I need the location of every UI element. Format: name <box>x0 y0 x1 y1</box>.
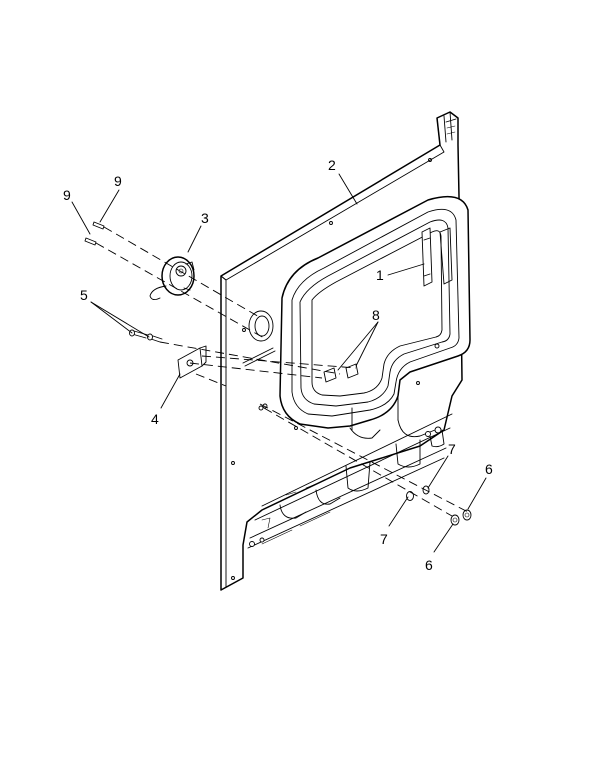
callout-4: 4 <box>151 411 159 427</box>
callout-5: 5 <box>80 287 88 303</box>
panel-fasteners <box>231 158 440 580</box>
callout-9-left: 9 <box>63 187 71 203</box>
screws <box>129 329 163 343</box>
washers <box>406 485 430 501</box>
callout-9-right: 9 <box>114 173 122 189</box>
callout-8: 8 <box>372 307 380 323</box>
callout-2: 2 <box>328 157 336 173</box>
mounting-bracket <box>177 345 207 379</box>
latch-rod <box>242 347 276 367</box>
callout-7-right: 7 <box>448 441 456 457</box>
callout-7-bottom: 7 <box>380 531 388 547</box>
assembly-lines <box>95 226 469 517</box>
lock-handle-assembly <box>149 256 195 301</box>
callout-3: 3 <box>201 210 209 226</box>
door-pull-strap <box>421 227 433 287</box>
callout-labels: 1 2 3 4 5 6 6 7 7 8 9 9 <box>63 157 493 573</box>
pins <box>84 221 105 246</box>
lower-pocket <box>247 413 453 549</box>
callout-1: 1 <box>376 267 384 283</box>
callout-6-right: 6 <box>485 461 493 477</box>
lock-opening <box>248 310 274 342</box>
callout-6-bottom: 6 <box>425 557 433 573</box>
leader-lines <box>71 173 487 553</box>
nuts <box>450 509 472 526</box>
